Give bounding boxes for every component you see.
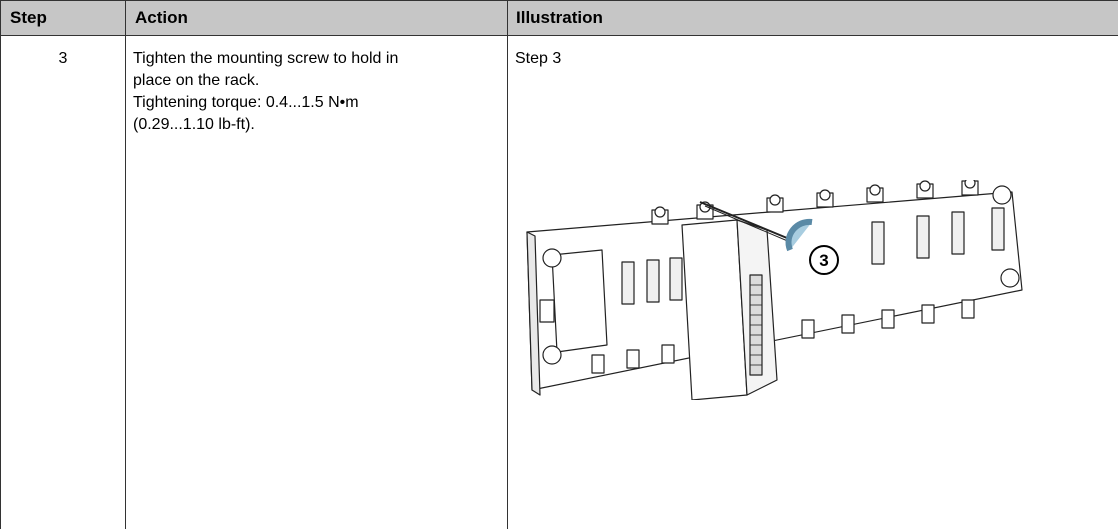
table-header-row: Step Action Illustration — [1, 0, 1118, 36]
illustration-caption: Step 3 — [515, 50, 562, 67]
rack-feet — [591, 299, 975, 374]
header-action: Action — [135, 8, 188, 27]
screwdriver-icon — [699, 201, 788, 239]
power-slot — [551, 249, 608, 353]
module-body — [681, 219, 748, 400]
ground-terminal — [539, 299, 555, 323]
screw-icon — [542, 248, 562, 268]
screw-icon — [1000, 268, 1020, 288]
rack-top-clips — [651, 180, 979, 225]
step-number: 3 — [58, 50, 68, 67]
step-callout — [809, 245, 839, 275]
action-cell: Tighten the mounting screw to hold in pl… — [133, 48, 503, 136]
column-divider — [507, 0, 508, 529]
action-line: place on the rack. — [133, 72, 260, 89]
rotate-arrow-icon — [785, 218, 813, 252]
screw-icon — [992, 185, 1012, 205]
action-line: Tightening torque: 0.4...1.5 N•m — [133, 94, 359, 111]
screw-icon — [542, 345, 562, 365]
action-line: (0.29...1.10 lb-ft). — [133, 116, 255, 133]
rack-mounting-illustration: 3 — [526, 180, 1023, 400]
callout-number: 3 — [819, 251, 828, 270]
column-divider — [125, 0, 126, 529]
header-illustration: Illustration — [516, 8, 603, 27]
header-step: Step — [10, 8, 47, 27]
action-line: Tighten the mounting screw to hold in — [133, 50, 399, 67]
